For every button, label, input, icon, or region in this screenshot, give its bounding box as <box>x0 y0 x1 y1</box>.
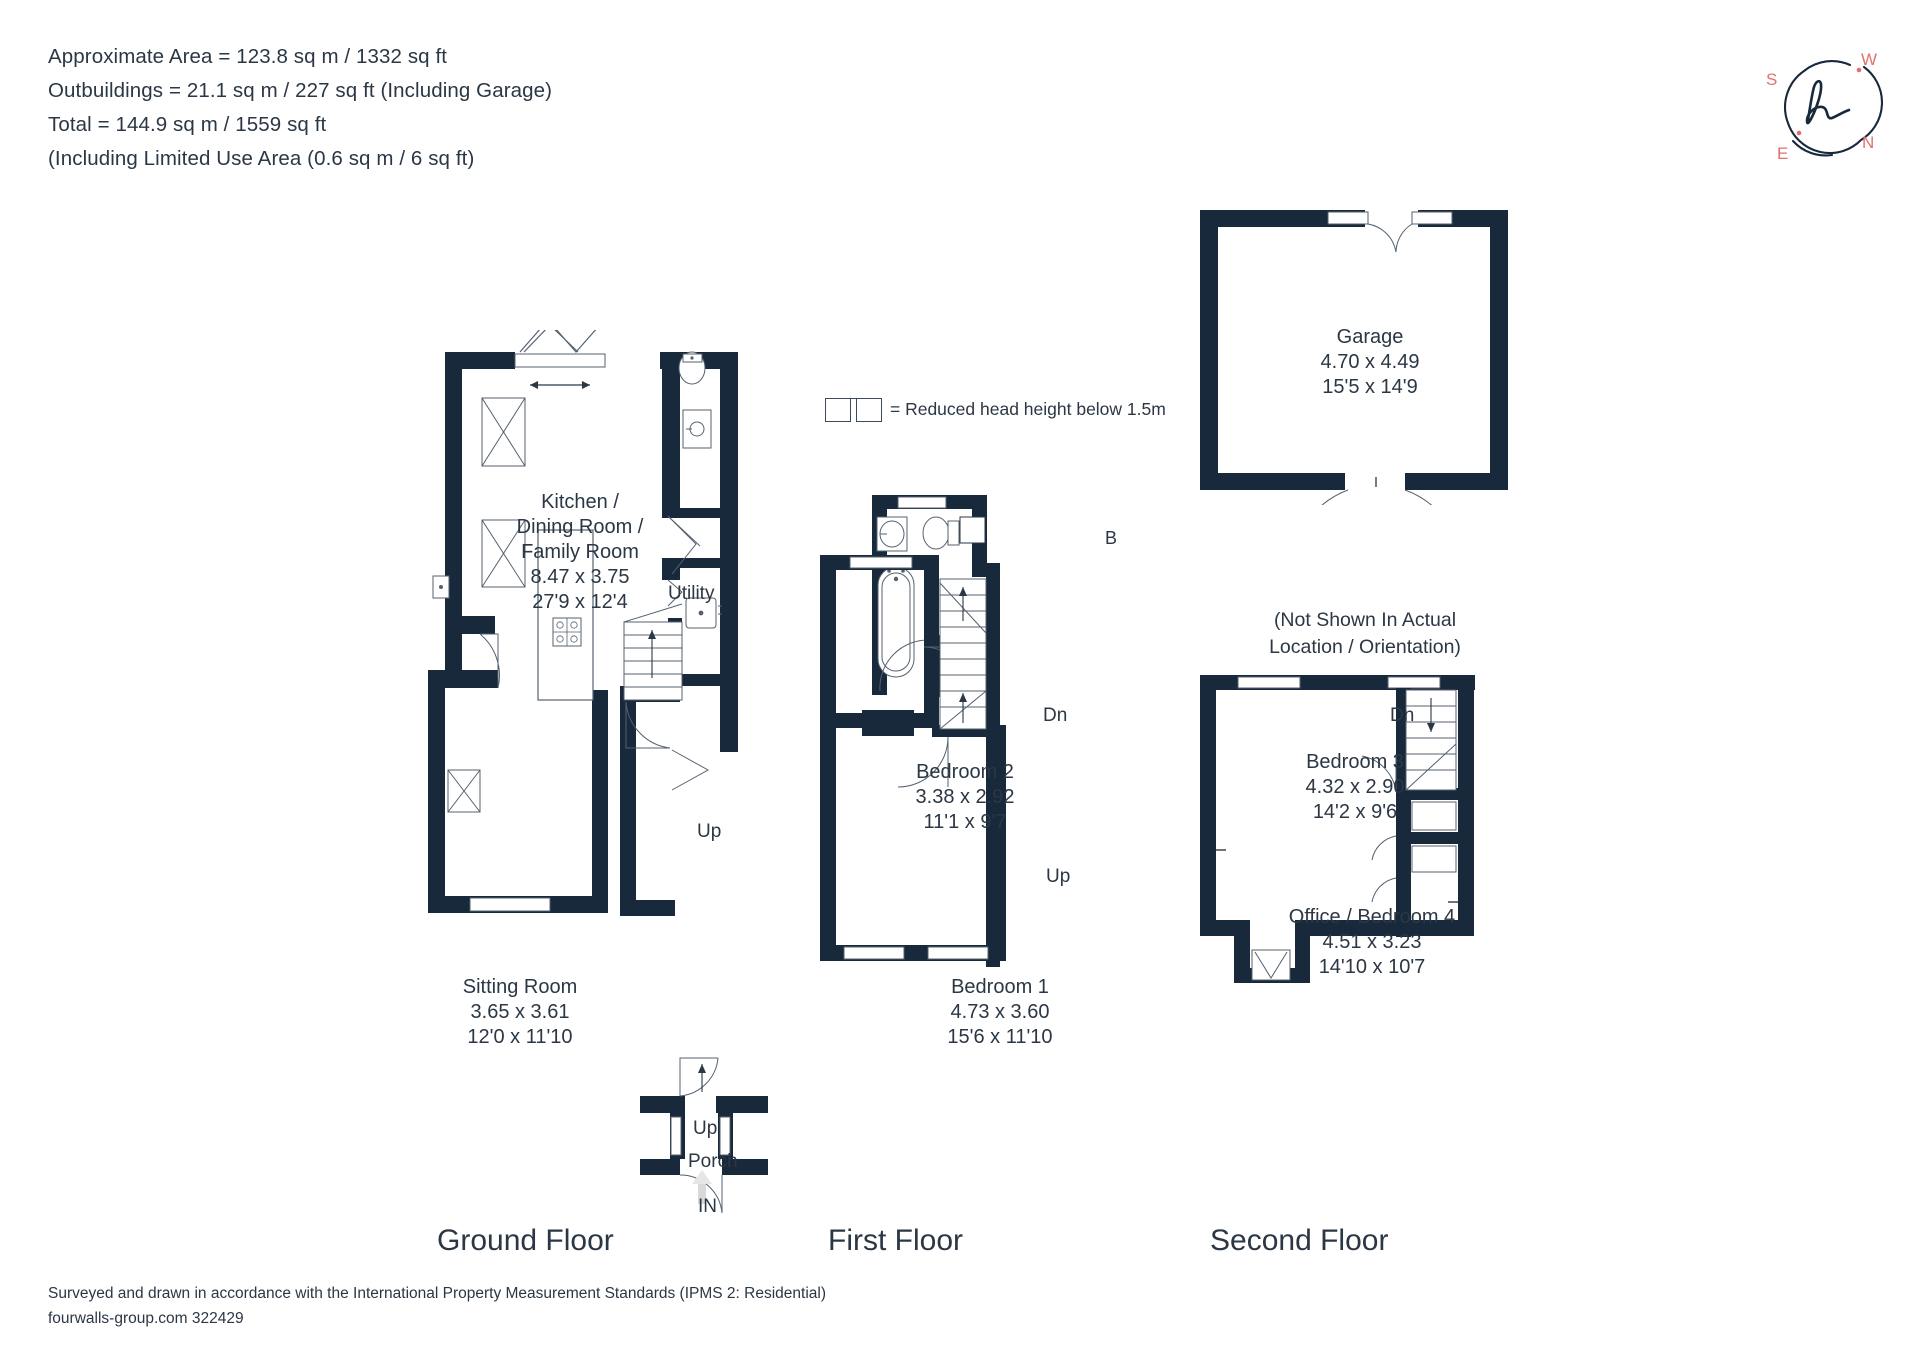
floor-title-ground: Ground Floor <box>437 1224 614 1257</box>
room-label-sitting-room: Sitting Room 3.65 x 3.61 12'0 x 11'10 <box>410 975 630 1050</box>
approximate-area-line: Approximate Area = 123.8 sq m / 1332 sq … <box>48 45 448 68</box>
compass-icon <box>1784 60 1884 157</box>
first-floor-drawing <box>820 495 1006 967</box>
room-label-porch: Porch <box>688 1151 738 1172</box>
garage-plan <box>1200 205 1510 505</box>
room-name-line-1: Kitchen / <box>541 491 619 513</box>
room-metric-dimensions: 8.47 x 3.75 <box>530 566 630 588</box>
room-label-kitchen: Kitchen / Dining Room / Family Room 8.47… <box>480 490 680 615</box>
room-label-bedroom-2: Bedroom 2 3.38 x 2.92 11'1 x 9'7 <box>845 760 1085 835</box>
limited-use-area-line: (Including Limited Use Area (0.6 sq m / … <box>48 147 475 170</box>
footer: Surveyed and drawn in accordance with th… <box>48 1281 826 1331</box>
compass-label-east: E <box>1777 144 1789 163</box>
bathroom-marker-b: B <box>1105 528 1118 548</box>
room-name-line-3: Family Room <box>521 541 639 563</box>
room-metric-dimensions: 4.73 x 3.60 <box>950 1001 1050 1023</box>
room-metric-dimensions: 4.51 x 3.23 <box>1322 931 1422 953</box>
room-imperial-dimensions: 14'2 x 9'6 <box>1312 801 1398 823</box>
porch-drawing <box>640 1057 768 1214</box>
compass-label-west: W <box>1861 50 1878 69</box>
room-metric-dimensions: 3.38 x 2.92 <box>915 786 1015 808</box>
stair-marker-dn-second: Dn <box>1390 705 1415 726</box>
compass-logo: W S N E <box>1760 45 1900 175</box>
room-imperial-dimensions: 27'9 x 12'4 <box>532 591 628 613</box>
second-floor-drawing <box>1200 675 1475 983</box>
room-name: Bedroom 1 <box>951 976 1049 998</box>
room-metric-dimensions: 4.32 x 2.90 <box>1305 776 1405 798</box>
footer-standards-line: Surveyed and drawn in accordance with th… <box>48 1285 826 1302</box>
reduced-head-height-swatch-icon <box>825 398 882 422</box>
room-imperial-dimensions: 15'5 x 14'9 <box>1322 376 1418 398</box>
entrance-marker-in: IN <box>698 1196 717 1217</box>
garage-drawing <box>1200 210 1508 505</box>
floor-title-first: First Floor <box>828 1224 963 1257</box>
total-area-line: Total = 144.9 sq m / 1559 sq ft <box>48 113 327 136</box>
ground-floor-drawing <box>428 330 738 916</box>
room-name: Bedroom 3 <box>1306 751 1404 773</box>
stair-marker-dn-first: Dn <box>1043 705 1068 726</box>
room-label-office-bedroom-4: Office / Bedroom 4 4.51 x 3.23 14'10 x 1… <box>1232 905 1512 980</box>
compass-label-south: S <box>1766 70 1778 89</box>
room-name-line-2: Dining Room / <box>516 516 644 538</box>
compass-label-north: N <box>1862 133 1875 152</box>
stair-marker-up-ground: Up <box>697 821 722 842</box>
ground-floor-porch <box>640 1018 770 1218</box>
room-label-garage: Garage 4.70 x 4.49 15'5 x 14'9 <box>1240 325 1500 400</box>
room-imperial-dimensions: 14'10 x 10'7 <box>1318 956 1426 978</box>
legend-text: = Reduced head height below 1.5m <box>890 398 1166 419</box>
room-imperial-dimensions: 11'1 x 9'7 <box>923 811 1007 833</box>
room-imperial-dimensions: 15'6 x 11'10 <box>947 1026 1053 1048</box>
room-label-bedroom-3: Bedroom 3 4.32 x 2.90 14'2 x 9'6 <box>1255 750 1455 825</box>
stair-marker-up-first: Up <box>1046 866 1071 887</box>
room-metric-dimensions: 3.65 x 3.61 <box>470 1001 570 1023</box>
stair-marker-up-porch: Up <box>693 1118 718 1139</box>
first-floor-plan <box>820 495 1150 1135</box>
room-metric-dimensions: 4.70 x 4.49 <box>1320 351 1420 373</box>
legend: = Reduced head height below 1.5m <box>825 398 1166 422</box>
garage-note-line-1: (Not Shown In Actual <box>1273 609 1457 631</box>
garage-orientation-note: (Not Shown In Actual Location / Orientat… <box>1215 607 1515 661</box>
footer-source-line: fourwalls-group.com 322429 <box>48 1310 244 1327</box>
second-floor-plan <box>1200 660 1500 1080</box>
ground-floor-plan <box>420 330 780 1230</box>
room-name: Sitting Room <box>462 976 578 998</box>
garage-note-line-2: Location / Orientation) <box>1269 636 1461 658</box>
outbuildings-line: Outbuildings = 21.1 sq m / 227 sq ft (In… <box>48 79 553 102</box>
room-name: Bedroom 2 <box>916 761 1014 783</box>
room-label-bedroom-1: Bedroom 1 4.73 x 3.60 15'6 x 11'10 <box>880 975 1120 1050</box>
floor-title-second: Second Floor <box>1210 1224 1389 1257</box>
room-label-utility: Utility <box>668 583 715 604</box>
room-imperial-dimensions: 12'0 x 11'10 <box>467 1026 573 1048</box>
room-name: Garage <box>1336 326 1404 348</box>
area-summary: Approximate Area = 123.8 sq m / 1332 sq … <box>48 40 808 176</box>
room-name: Office / Bedroom 4 <box>1288 906 1456 928</box>
